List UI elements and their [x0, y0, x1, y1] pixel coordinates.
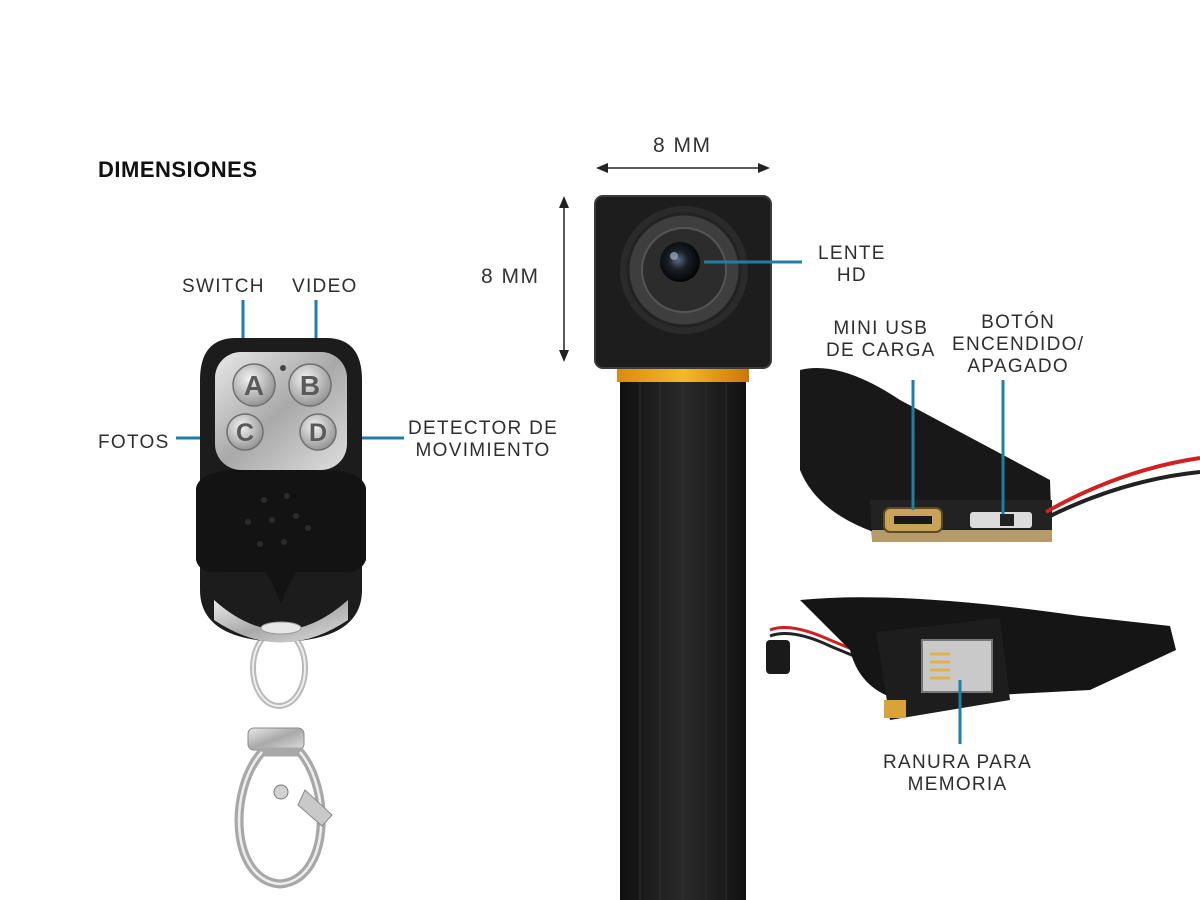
remote-slide-cover: [196, 470, 366, 604]
button-a-label: A: [244, 370, 264, 401]
boton-label-line2: ENCENDIDO/: [952, 334, 1085, 355]
video-label: VIDEO: [292, 276, 358, 298]
memory-board: [766, 597, 1176, 720]
fotos-label-text: FOTOS: [98, 432, 170, 453]
usb-label-line2: DE CARGA: [826, 340, 936, 361]
button-b: B: [288, 363, 332, 407]
detector-label-line1: DETECTOR DE: [408, 418, 559, 439]
ranura-label-line2: MEMORIA: [907, 774, 1008, 795]
detector-label: DETECTOR DE MOVIMIENTO: [408, 418, 558, 462]
boton-label-line3: APAGADO: [967, 356, 1069, 377]
led-indicator: [280, 365, 286, 371]
button-c: C: [226, 413, 264, 451]
button-d: D: [299, 413, 337, 451]
switch-label-text: SWITCH: [182, 276, 265, 297]
fotos-label: FOTOS: [98, 432, 170, 454]
switch-label: SWITCH: [182, 276, 265, 298]
dimension-arrows: [559, 163, 770, 362]
remote-leader-lines: [176, 300, 404, 440]
boton-label: BOTÓN ENCENDIDO/ APAGADO: [952, 312, 1084, 378]
video-label-text: VIDEO: [292, 276, 358, 297]
carabiner-clip: [234, 747, 326, 889]
keyring-swivel: [247, 727, 305, 751]
control-board: [800, 368, 1200, 542]
usb-label: MINI USB DE CARGA: [826, 318, 936, 362]
lente-label-line1: LENTE: [818, 243, 886, 264]
button-b-label: B: [300, 370, 320, 401]
width-dimension: 8 MM: [653, 134, 712, 157]
detector-label-line2: MOVIMIENTO: [415, 440, 551, 461]
remote-control: A B C D: [196, 338, 366, 889]
button-a: A: [232, 363, 276, 407]
flex-connector: [617, 366, 749, 382]
button-d-label: D: [309, 419, 327, 447]
lente-label-line2: HD: [836, 265, 867, 286]
memory-card-slot: [921, 639, 993, 693]
red-wire-top: [1045, 456, 1200, 514]
height-dimension: 8 MM: [481, 265, 540, 288]
ranura-label: RANURA PARA MEMORIA: [883, 752, 1032, 796]
camera-lens: [660, 242, 700, 282]
camera-module: [594, 195, 772, 900]
ranura-label-line1: RANURA PARA: [883, 752, 1033, 773]
page-title: DIMENSIONES: [98, 157, 258, 182]
button-c-label: C: [236, 419, 254, 447]
boton-label-line1: BOTÓN: [981, 312, 1056, 333]
lente-label: LENTE HD: [818, 243, 886, 287]
usb-label-line1: MINI USB: [833, 318, 929, 339]
